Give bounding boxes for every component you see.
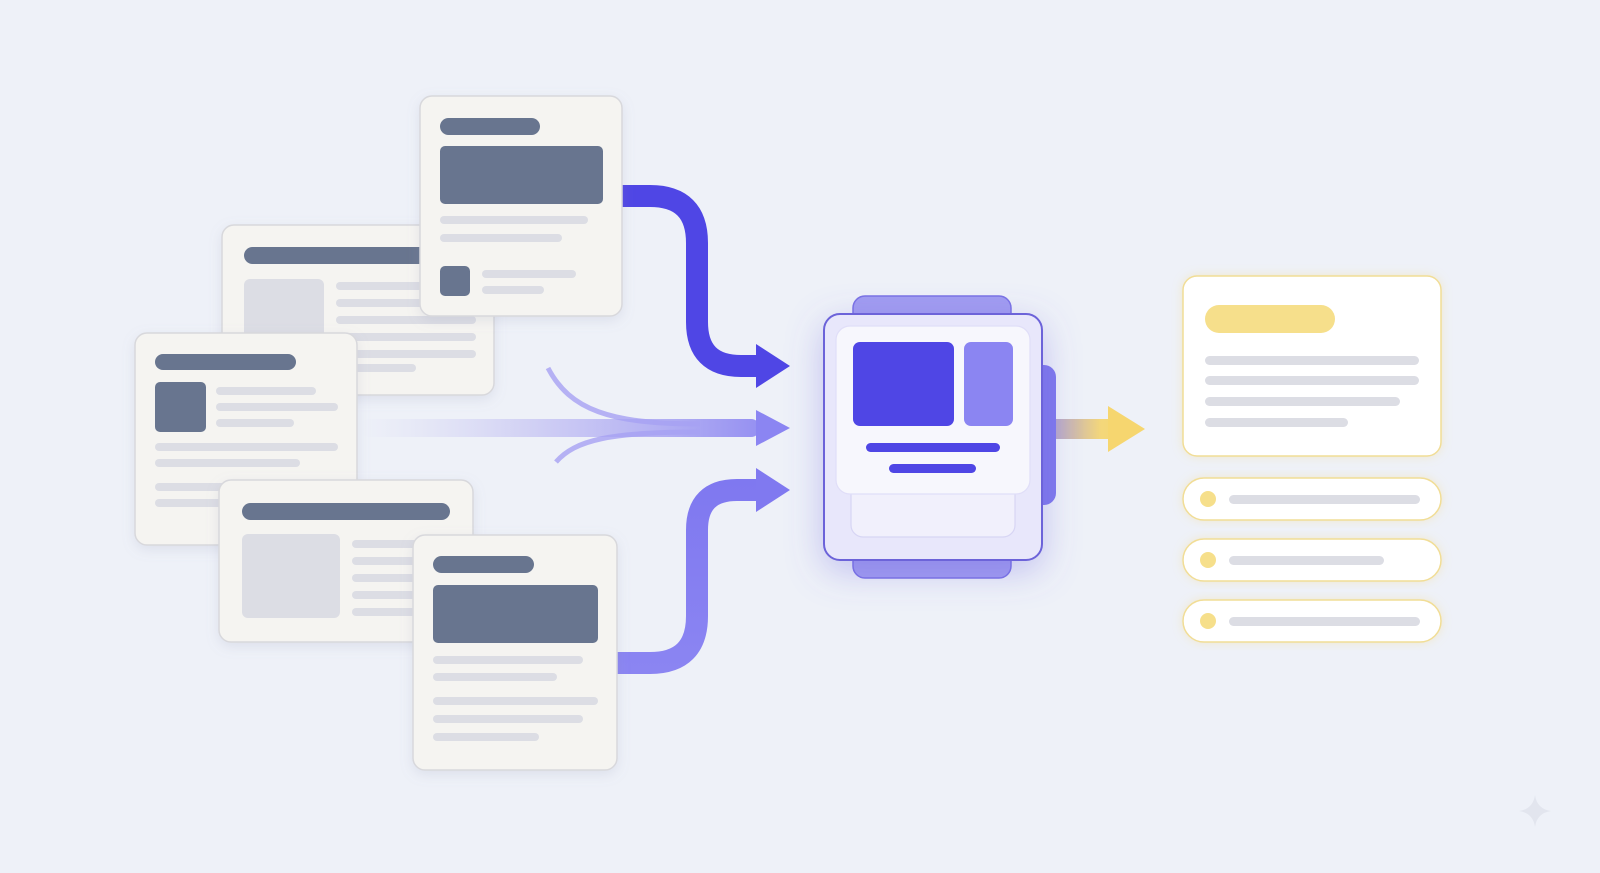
thumbnail-placeholder — [440, 266, 470, 296]
thumbnail-placeholder — [155, 382, 206, 432]
sparkle-icon — [1519, 795, 1551, 827]
summary-list-item — [1182, 599, 1442, 643]
image-placeholder — [244, 279, 324, 349]
card-title-bar — [242, 503, 450, 520]
image-placeholder — [433, 585, 598, 643]
image-placeholder — [242, 534, 340, 618]
card-title-bar — [244, 247, 444, 264]
arrow-top-to-hub — [612, 185, 790, 388]
source-card-top — [419, 95, 623, 317]
summary-list-item — [1182, 538, 1442, 582]
card-title-bar — [155, 354, 296, 370]
source-card-bottom — [412, 534, 618, 771]
bullet-dot — [1200, 552, 1216, 568]
arrow-middle-to-hub — [360, 366, 790, 464]
hub-primary-block — [853, 342, 954, 426]
summary-list-item — [1182, 477, 1442, 521]
bullet-dot — [1200, 491, 1216, 507]
image-placeholder — [440, 146, 603, 204]
card-title-bar — [440, 118, 540, 135]
arrow-bottom-to-hub — [606, 468, 790, 674]
hub-secondary-block — [964, 342, 1013, 426]
bullet-dot — [1200, 613, 1216, 629]
hub-stack — [823, 295, 1056, 579]
summary-title-pill — [1205, 305, 1335, 333]
summary-card — [1182, 275, 1442, 457]
card-title-bar — [433, 556, 534, 573]
